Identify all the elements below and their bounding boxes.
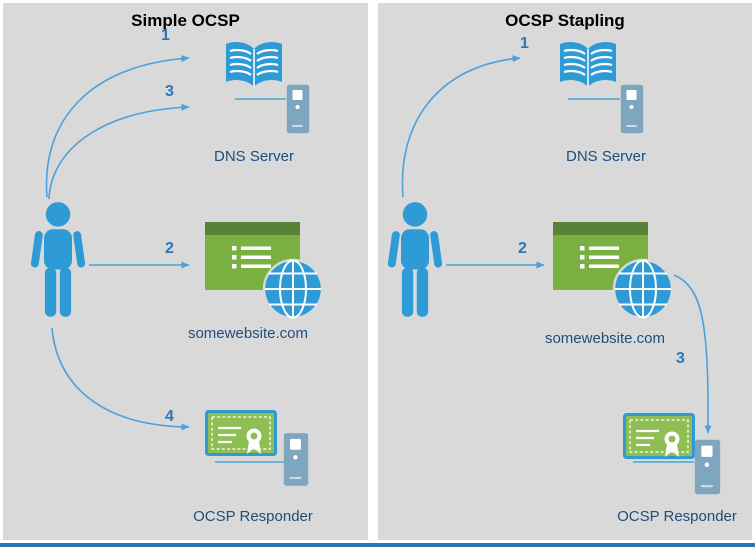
user-icon bbox=[387, 202, 443, 317]
step-number-2: 2 bbox=[518, 240, 527, 257]
panel-title: Simple OCSP bbox=[131, 11, 240, 30]
panel-simple-ocsp: Simple OCSP 1 3 2 4 bbox=[3, 3, 368, 540]
open-book-icon bbox=[560, 41, 616, 87]
step-number-4: 4 bbox=[165, 408, 174, 425]
step-number-2: 2 bbox=[165, 240, 174, 257]
ocsp-responder-label: OCSP Responder bbox=[193, 508, 313, 525]
ocsp-responder-label: OCSP Responder bbox=[617, 508, 737, 525]
arrow-step-1 bbox=[45, 55, 190, 198]
globe-icon bbox=[262, 258, 324, 320]
website-label: somewebsite.com bbox=[544, 330, 666, 347]
dns-server-label: DNS Server bbox=[213, 148, 295, 165]
arrow-step-1 bbox=[401, 55, 521, 198]
dns-server-label: DNS Server bbox=[565, 148, 647, 165]
server-tower-icon bbox=[286, 84, 310, 134]
certificate-icon bbox=[205, 410, 277, 456]
step-number-1: 1 bbox=[161, 27, 170, 44]
panel-title: OCSP Stapling bbox=[505, 11, 625, 30]
server-tower-icon bbox=[283, 433, 309, 486]
arrow-step-3 bbox=[48, 103, 190, 200]
website-label: somewebsite.com bbox=[187, 325, 309, 342]
bottom-edge-bar bbox=[0, 543, 755, 547]
user-icon bbox=[30, 202, 86, 317]
certificate-icon bbox=[623, 413, 695, 459]
server-tower-icon bbox=[694, 439, 721, 495]
server-tower-icon bbox=[620, 84, 644, 134]
step-number-3: 3 bbox=[165, 83, 174, 100]
panel-ocsp-stapling: OCSP Stapling 1 2 3 bbox=[378, 3, 752, 540]
browser-window-icon bbox=[553, 222, 648, 290]
globe-icon bbox=[612, 258, 674, 320]
open-book-icon bbox=[226, 41, 282, 87]
step-number-3: 3 bbox=[676, 350, 685, 367]
step-number-1: 1 bbox=[520, 35, 529, 52]
